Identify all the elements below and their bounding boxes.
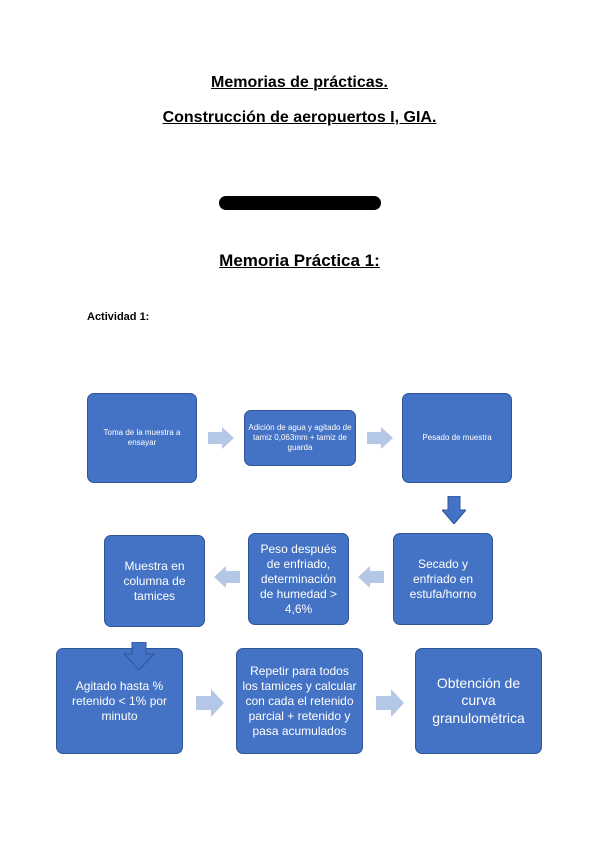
flow-step-3: Pesado de muestra	[402, 393, 512, 483]
redacted-name-bar	[219, 196, 381, 210]
arrow-down-icon	[124, 642, 154, 670]
arrow-down-icon	[442, 496, 466, 524]
flow-step-4-text: Secado y enfriado en estufa/horno	[409, 556, 477, 601]
arrow-left-icon	[214, 566, 240, 588]
flow-step-2: Adición de agua y agitado de tamiz 0,063…	[244, 410, 356, 466]
flow-step-9: Obtención de curva granulométrica	[415, 648, 542, 754]
flow-step-1-text: Toma de la muestra a ensayar	[103, 428, 181, 447]
flow-step-5-text: Peso después de enfriado, determinación …	[259, 541, 338, 616]
flow-step-6-text: Muestra en columna de tamices	[123, 558, 186, 603]
flow-step-8-text: Repetir para todos los tamices y calcula…	[242, 663, 357, 738]
arrow-right-icon	[196, 689, 224, 717]
arrow-left-icon	[358, 566, 384, 588]
flow-step-6: Muestra en columna de tamices	[104, 535, 205, 627]
section-title: Memoria Práctica 1:	[219, 251, 380, 270]
flow-step-2-text: Adición de agua y agitado de tamiz 0,063…	[248, 423, 352, 452]
flow-step-8: Repetir para todos los tamices y calcula…	[236, 648, 363, 754]
flow-step-4: Secado y enfriado en estufa/horno	[393, 533, 493, 625]
document-title-line2: Construcción de aeropuertos I, GIA.	[162, 109, 437, 126]
arrow-right-icon	[208, 427, 234, 449]
document-title-line1: Memorias de prácticas.	[211, 74, 388, 91]
arrow-right-icon	[367, 427, 393, 449]
activity-label: Actividad 1:	[87, 311, 150, 323]
flow-step-7: Agitado hasta % retenido < 1% por minuto	[56, 648, 183, 754]
flow-step-9-text: Obtención de curva granulométrica	[432, 674, 525, 726]
flow-step-1: Toma de la muestra a ensayar	[87, 393, 197, 483]
flow-step-5: Peso después de enfriado, determinación …	[248, 533, 349, 625]
flow-step-3-text: Pesado de muestra	[422, 433, 492, 442]
arrow-right-icon	[376, 689, 404, 717]
flow-step-7-text: Agitado hasta % retenido < 1% por minuto	[71, 678, 168, 723]
